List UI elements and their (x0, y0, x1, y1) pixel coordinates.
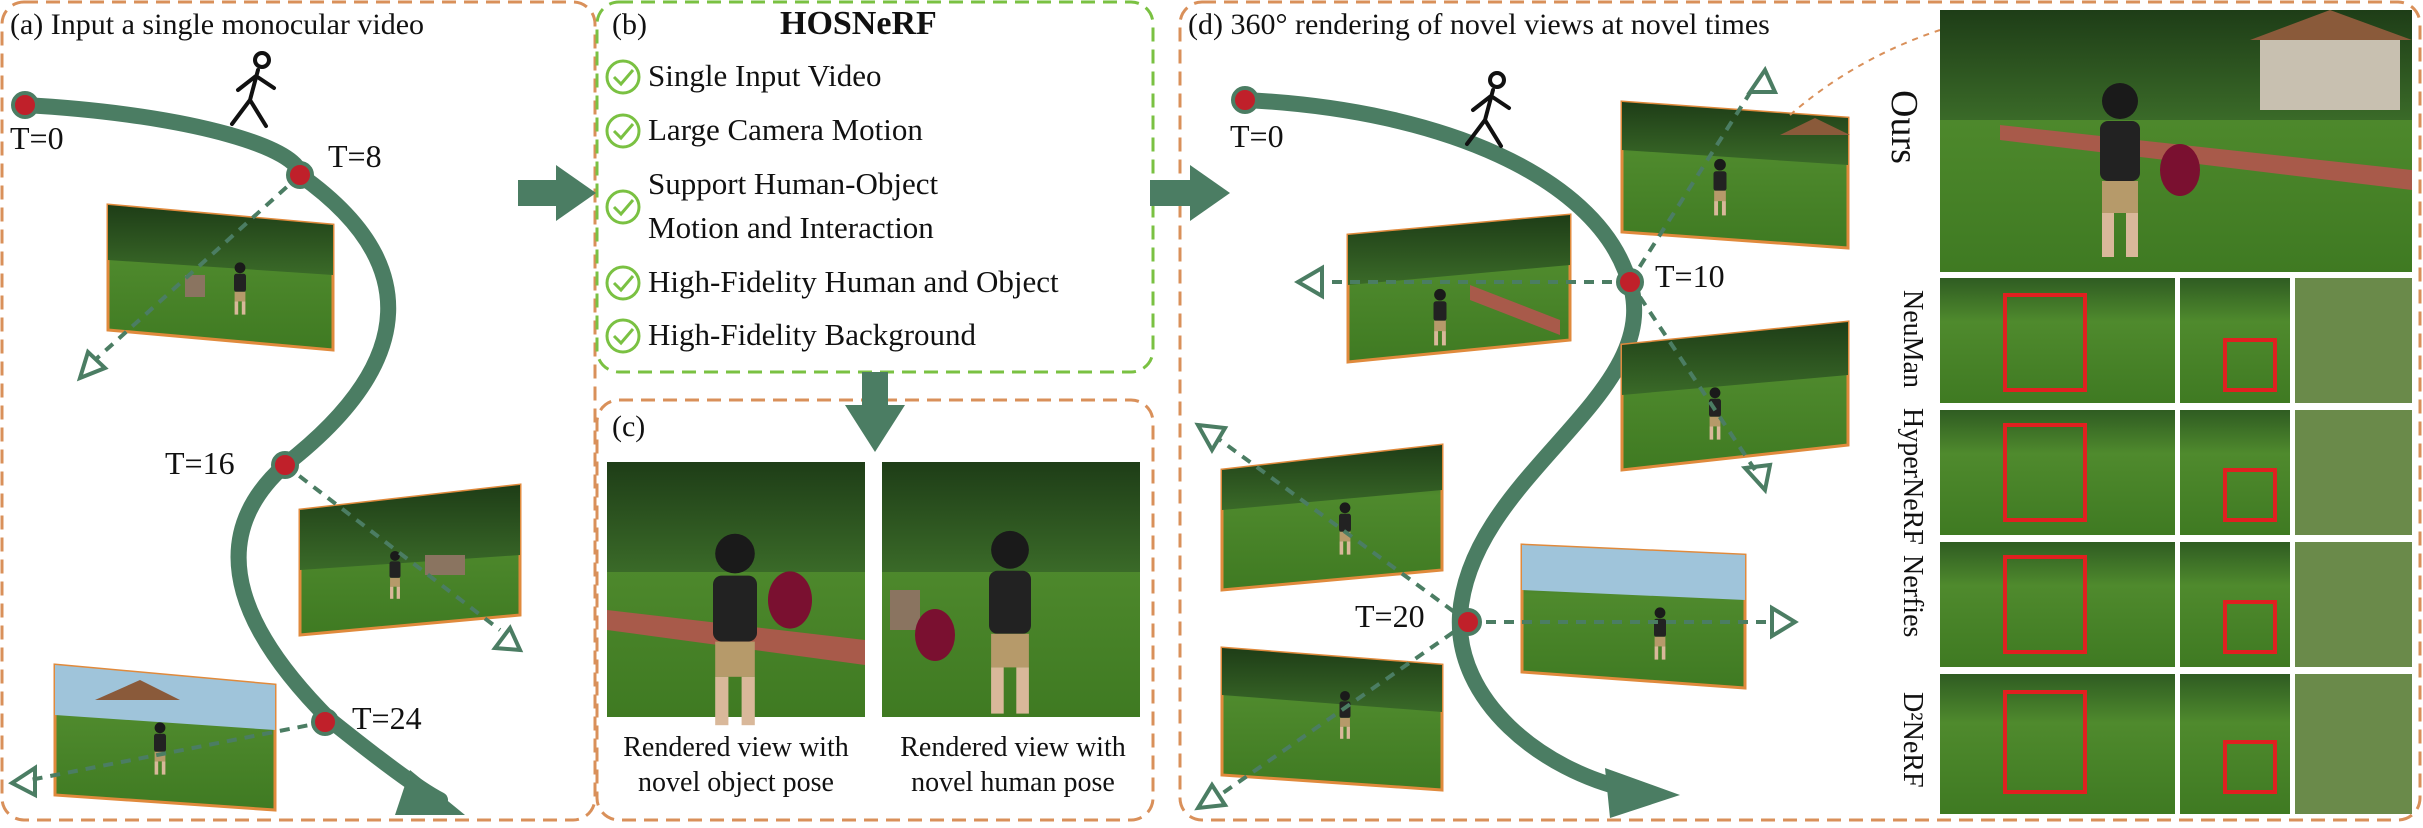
method-label-d2nerf: D²NeRF (1897, 692, 1928, 788)
video-frame-a2 (298, 483, 522, 637)
panel-b-tag: (b) (612, 8, 647, 41)
d2nerf-row (1940, 674, 2412, 814)
walking-person-icon (1465, 71, 1511, 148)
caption-object-pose: Rendered view with novel object pose (623, 732, 849, 798)
time-label: T=16 (165, 445, 235, 481)
feature-item: Motion and Interaction (648, 210, 934, 245)
video-frame-d3 (1620, 320, 1850, 472)
camera-frustum-icon (1746, 65, 1779, 94)
time-label: T=20 (1355, 598, 1425, 634)
camera-direction-d3 (1628, 280, 1757, 472)
camera-direction-d6 (1218, 620, 1470, 797)
video-frame-a1 (106, 203, 335, 352)
camera-direction-d4 (1218, 438, 1470, 624)
feature-item: Large Camera Motion (648, 112, 923, 147)
feature-item: Support Human-Object (648, 166, 939, 201)
video-frame-a3 (53, 663, 277, 812)
time-marker (1231, 86, 1259, 114)
neuman-row (1940, 278, 2412, 403)
time-marker (271, 451, 299, 479)
video-frame-d5 (1520, 543, 1747, 690)
time-marker (1454, 608, 1482, 636)
feature-item: High-Fidelity Background (648, 317, 977, 352)
camera-direction-a2 (283, 463, 502, 632)
camera-frustum-icon (491, 624, 524, 653)
rendered-image-object-pose (607, 462, 865, 726)
check-circle-icon (605, 59, 641, 95)
panel-a-title: (a) Input a single monocular video (10, 8, 425, 41)
method-label-nerfies: Nerfies (1897, 555, 1928, 638)
panel-d-frame (1178, 0, 2422, 822)
method-label-hypernerf: HyperNeRF (1897, 408, 1928, 545)
camera-frustum-icon (1194, 781, 1229, 811)
time-marker (286, 161, 314, 189)
feature-item: Single Input Video (648, 58, 882, 93)
caption-human-pose: Rendered view with novel human pose (900, 732, 1126, 798)
time-label: T=8 (328, 138, 382, 174)
arrow-right-icon (1150, 165, 1230, 221)
ours-image (1940, 10, 2412, 272)
video-frame-d4 (1220, 443, 1444, 592)
panel-b-title: HOSNeRF (780, 5, 937, 42)
camera-direction-d1 (1628, 83, 1757, 284)
walking-person-icon (230, 51, 276, 128)
check-circle-icon (605, 189, 641, 225)
nerfies-row (1940, 542, 2412, 667)
feature-item: High-Fidelity Human and Object (648, 264, 1059, 299)
arrow-head-a (395, 770, 465, 815)
time-label: T=0 (10, 120, 64, 156)
camera-frustum-icon (1770, 604, 1799, 640)
panel-a-frame (0, 0, 597, 822)
check-circle-icon (605, 318, 641, 354)
camera-frustum-icon (76, 348, 109, 382)
camera-frustum-icon (8, 764, 37, 799)
time-label: T=10 (1655, 258, 1725, 294)
trajectory-d (1237, 92, 1643, 798)
arrow-down-icon (845, 372, 905, 452)
hypernerf-row (1940, 410, 2412, 535)
arrow-head-d (1605, 768, 1680, 818)
camera-frustum-icon (1194, 422, 1229, 455)
camera-frustum-icon (1740, 462, 1773, 495)
panel-d-title: (d) 360° rendering of novel views at nov… (1188, 8, 1770, 41)
time-label: T=24 (352, 700, 422, 736)
panel-c-tag: (c) (612, 410, 646, 443)
time-marker (11, 91, 39, 119)
rendered-image-human-pose (882, 462, 1140, 717)
video-frame-d2 (1346, 213, 1572, 364)
check-circle-icon (605, 113, 641, 149)
time-marker (311, 708, 339, 736)
method-label-neuman: NeuMan (1897, 290, 1928, 388)
arrow-right-icon (518, 165, 596, 221)
camera-frustum-icon (1294, 264, 1324, 300)
time-marker (1616, 268, 1644, 296)
time-label: T=0 (1230, 118, 1284, 154)
camera-direction-a3 (29, 720, 326, 782)
method-label-ours: Ours (1883, 90, 1925, 164)
video-frame-d1 (1620, 100, 1850, 250)
check-circle-icon (605, 265, 641, 301)
